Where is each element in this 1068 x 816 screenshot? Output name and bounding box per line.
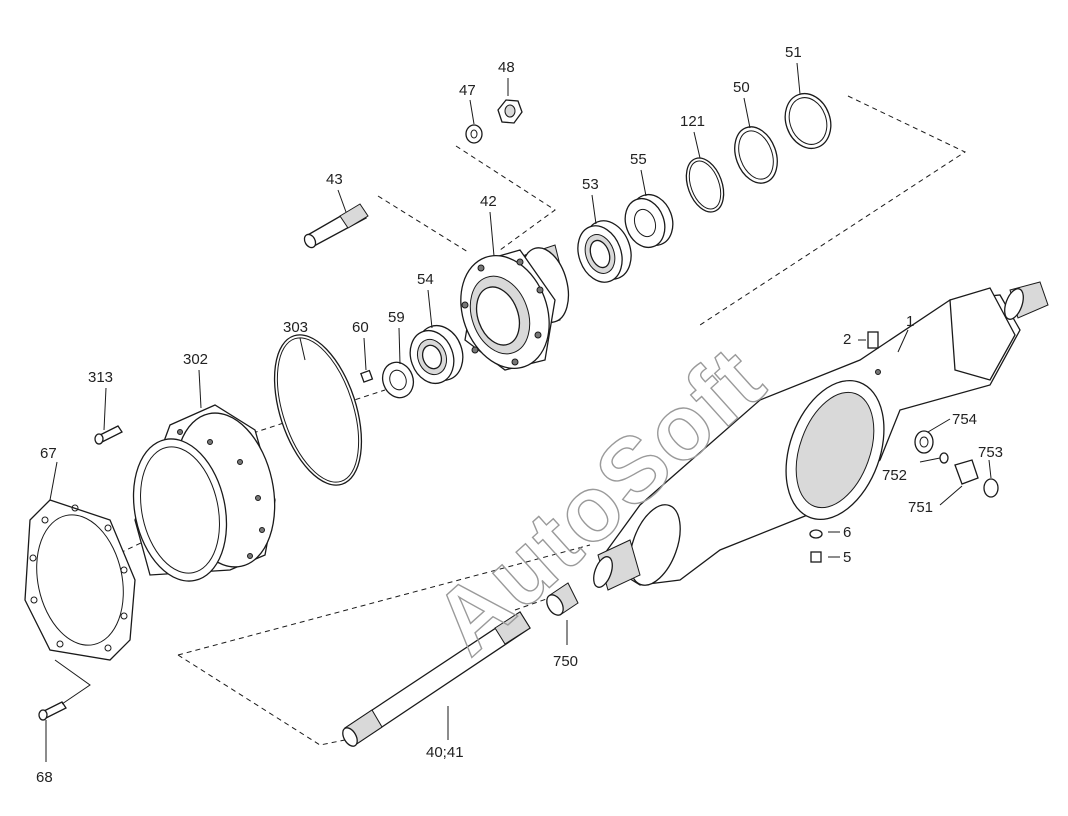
callout-48: 48: [498, 59, 515, 76]
part-1-axle-housing: [593, 281, 1049, 591]
part-753-ring: [983, 478, 999, 498]
callout-labels: 48 47 51 50 121 55 53 43 42 54 303 60 59…: [36, 44, 1003, 786]
part-302-planetary-housing: [132, 404, 276, 582]
part-2-breather: [858, 331, 879, 349]
part-47-washer: [465, 124, 483, 144]
part-48-nut: [497, 99, 523, 124]
part-6-seal-ring: [809, 529, 823, 539]
callout-59: 59: [388, 309, 405, 326]
callout-43: 43: [326, 171, 343, 188]
callout-55: 55: [630, 151, 647, 168]
part-42-hub: [460, 244, 570, 371]
callout-42: 42: [480, 193, 497, 210]
callout-121: 121: [680, 113, 705, 130]
callout-752: 752: [882, 467, 907, 484]
part-51-ring: [784, 92, 832, 150]
part-121-snap-ring: [685, 157, 725, 213]
part-59-adjusting-nut: [381, 361, 415, 399]
callout-302: 302: [183, 351, 208, 368]
callout-303: 303: [283, 319, 308, 336]
callout-54: 54: [417, 271, 434, 288]
callout-751: 751: [908, 499, 933, 516]
part-750-bushing: [546, 582, 579, 616]
callout-67: 67: [40, 445, 57, 462]
part-754-washer: [914, 430, 934, 454]
part-68-bolt: [38, 659, 91, 721]
part-54-bearing: [409, 324, 464, 385]
callout-753: 753: [978, 444, 1003, 461]
callout-40-41: 40;41: [426, 744, 464, 761]
part-313-bolt: [94, 425, 123, 445]
part-50-ring: [734, 126, 778, 184]
callout-60: 60: [352, 319, 369, 336]
callout-53: 53: [582, 176, 599, 193]
callout-313: 313: [88, 369, 113, 386]
callout-51: 51: [785, 44, 802, 61]
part-60-screw: [360, 369, 374, 383]
callout-1: 1: [906, 313, 914, 330]
callout-750: 750: [553, 653, 578, 670]
part-5-drain-plug: [810, 551, 822, 563]
part-53-bearing: [577, 220, 632, 283]
callout-754: 754: [952, 411, 977, 428]
callout-5: 5: [843, 549, 851, 566]
callout-68: 68: [36, 769, 53, 786]
part-43-stud: [303, 203, 369, 249]
callout-2: 2: [843, 331, 851, 348]
part-67-gasket: [24, 499, 136, 661]
part-55-seal: [624, 193, 674, 249]
callout-6: 6: [843, 524, 851, 541]
leader-lines: [45, 62, 992, 762]
part-303-o-ring: [273, 334, 363, 486]
part-40-41-axle-shaft: [342, 611, 531, 747]
callout-50: 50: [733, 79, 750, 96]
callout-47: 47: [459, 82, 476, 99]
part-752-o-ring: [939, 452, 949, 464]
part-751-plug: [954, 459, 979, 485]
